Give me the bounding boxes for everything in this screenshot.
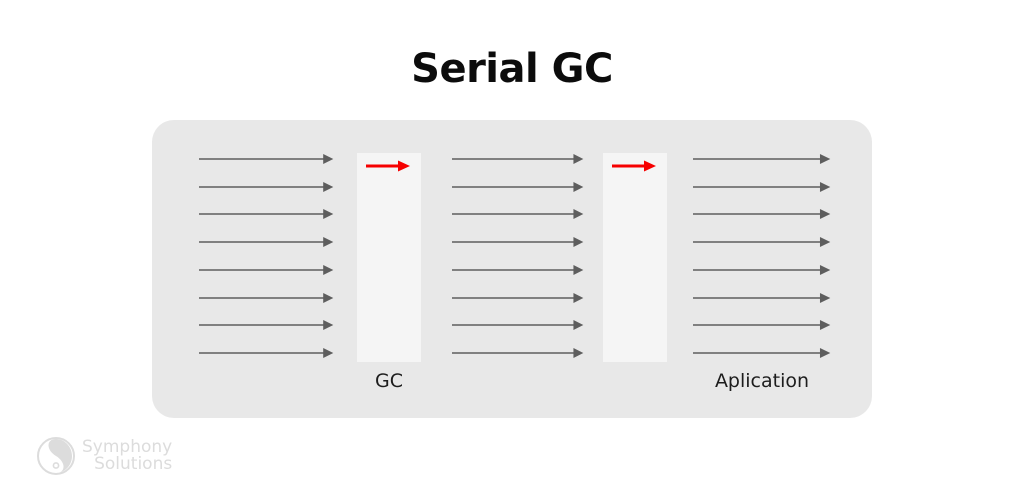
thread-arrow xyxy=(693,208,831,220)
thread-arrow xyxy=(693,292,831,304)
gc-pause-column-1 xyxy=(357,153,421,362)
thread-arrow xyxy=(452,319,584,331)
thread-arrow xyxy=(452,181,584,193)
thread-arrow xyxy=(452,264,584,276)
brand-name-primary: Symphony xyxy=(82,436,173,457)
brand-name-secondary: Solutions xyxy=(94,454,173,474)
gc-arrow-2 xyxy=(611,159,659,173)
brand-logo: Symphony Solutions xyxy=(36,432,186,480)
thread-arrow xyxy=(452,347,584,359)
thread-arrow xyxy=(693,264,831,276)
thread-arrow xyxy=(693,236,831,248)
thread-arrow xyxy=(452,292,584,304)
thread-arrow xyxy=(693,181,831,193)
thread-arrow xyxy=(693,153,831,165)
thread-arrow xyxy=(199,264,334,276)
thread-arrow xyxy=(199,347,334,359)
thread-arrow xyxy=(452,236,584,248)
diagram-panel: GC Aplication xyxy=(152,120,872,418)
gc-arrow-1 xyxy=(365,159,413,173)
application-column-label: Aplication xyxy=(714,370,810,392)
thread-arrow xyxy=(199,236,334,248)
thread-arrow xyxy=(199,181,334,193)
thread-arrow xyxy=(199,292,334,304)
page-title: Serial GC xyxy=(411,46,613,92)
thread-arrow xyxy=(693,319,831,331)
thread-arrow xyxy=(199,208,334,220)
thread-arrow xyxy=(452,153,584,165)
thread-arrow xyxy=(199,153,334,165)
gc-pause-column-2 xyxy=(603,153,667,362)
thread-arrow xyxy=(199,319,334,331)
brand-wordmark: Symphony Solutions xyxy=(82,436,173,474)
gc-column-label: GC xyxy=(375,370,403,392)
symphony-spiral-icon xyxy=(36,436,76,476)
thread-arrow xyxy=(693,347,831,359)
thread-arrow xyxy=(452,208,584,220)
